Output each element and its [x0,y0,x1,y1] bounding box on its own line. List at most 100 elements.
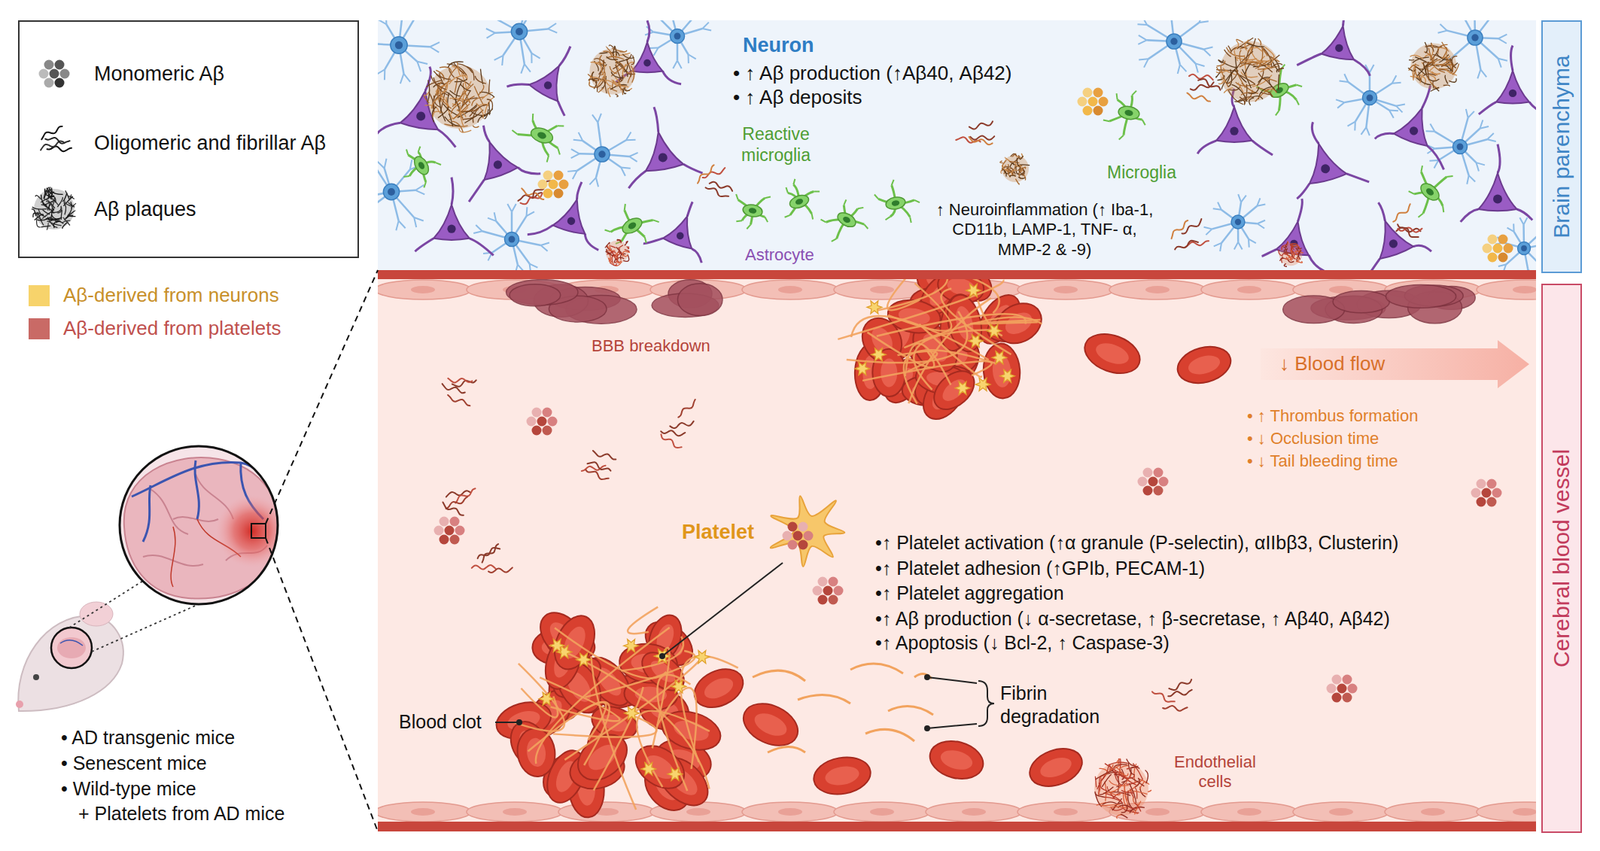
leader-dot [659,653,666,660]
neuron-cell [517,161,541,181]
neuron-cell [1368,215,1415,261]
brain-zoom [112,440,289,614]
astrocyte-cell [1198,21,1208,23]
amyloid-oligomer [1174,238,1199,253]
astrocyte-cell [1466,175,1469,185]
brain-zoom [173,517,219,522]
amyloid-oligomer [441,488,478,517]
astrocyte-cell [494,212,497,222]
microglia-cell [1408,190,1415,196]
platelet-symbol [866,301,883,314]
astrocyte-cell [473,231,483,234]
microglia-cell [874,194,879,200]
amyloid-oligomer [955,120,995,146]
bbb-breakdown [677,283,723,317]
neuron-cell [447,225,456,234]
amyloid-plaque [1268,92,1273,98]
amyloid-plaque [1019,167,1026,171]
amyloid-plaque [1001,155,1029,183]
microglia-cell [598,194,665,259]
endothelial-cell [502,808,527,816]
bbb-breakdown [1385,285,1456,309]
leader-dot [516,719,523,726]
endothelial-cell [778,285,803,294]
amyloid-plaque [448,75,466,84]
amyloid-monomer [1098,97,1109,107]
amyloid-plaque [1250,47,1258,61]
astrocyte-cell [1498,38,1507,43]
amyloid-plaque [427,79,429,102]
microglia-cell [791,179,797,186]
amyloid-plaque [477,85,484,96]
microglia-cell [794,197,804,206]
region-title: Brain parenchyma [1548,54,1575,238]
legend-swatch [28,318,50,340]
endothelial-cell [961,808,986,816]
astrocyte-cell [702,28,712,31]
astrocyte-cell [598,150,606,158]
amyloid-plaque [1258,77,1271,83]
amyloid-oligomer [1396,222,1419,241]
microglia-cell [404,149,409,155]
amyloid-plaque [1286,257,1294,260]
neuron-cell [1374,127,1394,144]
amyloid-oligomer [441,501,466,516]
astrocyte-cell [567,113,638,188]
endothelial-cell [778,808,803,816]
legend-text: Monomeric Aβ [94,62,225,86]
astrocyte-cell [1439,24,1447,31]
microglia-cell [735,194,740,200]
astrocyte-cell [629,152,639,157]
brain-zoom [142,485,151,542]
astrocyte-cell [395,41,403,49]
amyloid-plaque [1279,257,1284,261]
amyloid-monomer [1082,88,1093,98]
amyloid-plaque [623,254,629,262]
amyloid-oligomer [705,183,730,201]
amyloid-monomer [532,407,542,418]
amyloid-plaque [1120,815,1128,819]
microglia-cell [1115,93,1119,100]
amyloid-plaque [448,113,453,127]
astrocyte-cell [1369,64,1375,73]
neuron-cell [1496,70,1530,104]
microglia-cell [730,191,773,233]
astrocyte-cell [383,69,386,80]
astrocyte-cell [687,54,689,64]
zoom-line [265,270,378,832]
amyloid-plaque [1282,252,1288,258]
amyloid-monomer [812,577,844,606]
astrocyte-cell [1466,109,1469,119]
neuron-cell [1310,121,1319,145]
fibrin-fragment [767,747,806,754]
amyloid-plaque [1216,66,1224,73]
endothelial-cell [466,802,563,822]
red-blood-cell [627,737,692,798]
neuron-cell [1346,168,1369,187]
cell-label: Reactive microglia [741,124,811,166]
amyloid-plaque [1279,243,1303,267]
astrocyte-cell [677,60,682,68]
bracket [978,681,995,727]
endothelial-cell [377,279,472,300]
astrocyte-cell [1362,90,1377,105]
amyloid-plaque [1223,88,1233,94]
legend-item: Oligomeric and fibrillar Aβ [94,130,326,156]
amyloid-monomer [812,586,823,597]
astrocyte-cell [529,264,539,268]
amyloid-plaque [1104,796,1122,802]
amyloid-monomer [1487,497,1497,508]
microglia-cell [785,187,788,193]
amyloid-monomer [1077,97,1088,107]
amyloid-monomer [54,60,65,70]
flow-arrow [1260,340,1530,389]
astrocyte-cell [403,73,411,83]
microglia-cell [891,200,901,207]
amyloid-monomer [1332,675,1342,685]
neuron-cell [1334,43,1344,53]
endothelial-cell [1512,285,1537,294]
amyloid-oligomer [708,180,734,192]
astrocyte-cell [1335,99,1345,103]
astrocyte-cell [674,33,682,40]
blood-clot [520,688,558,718]
